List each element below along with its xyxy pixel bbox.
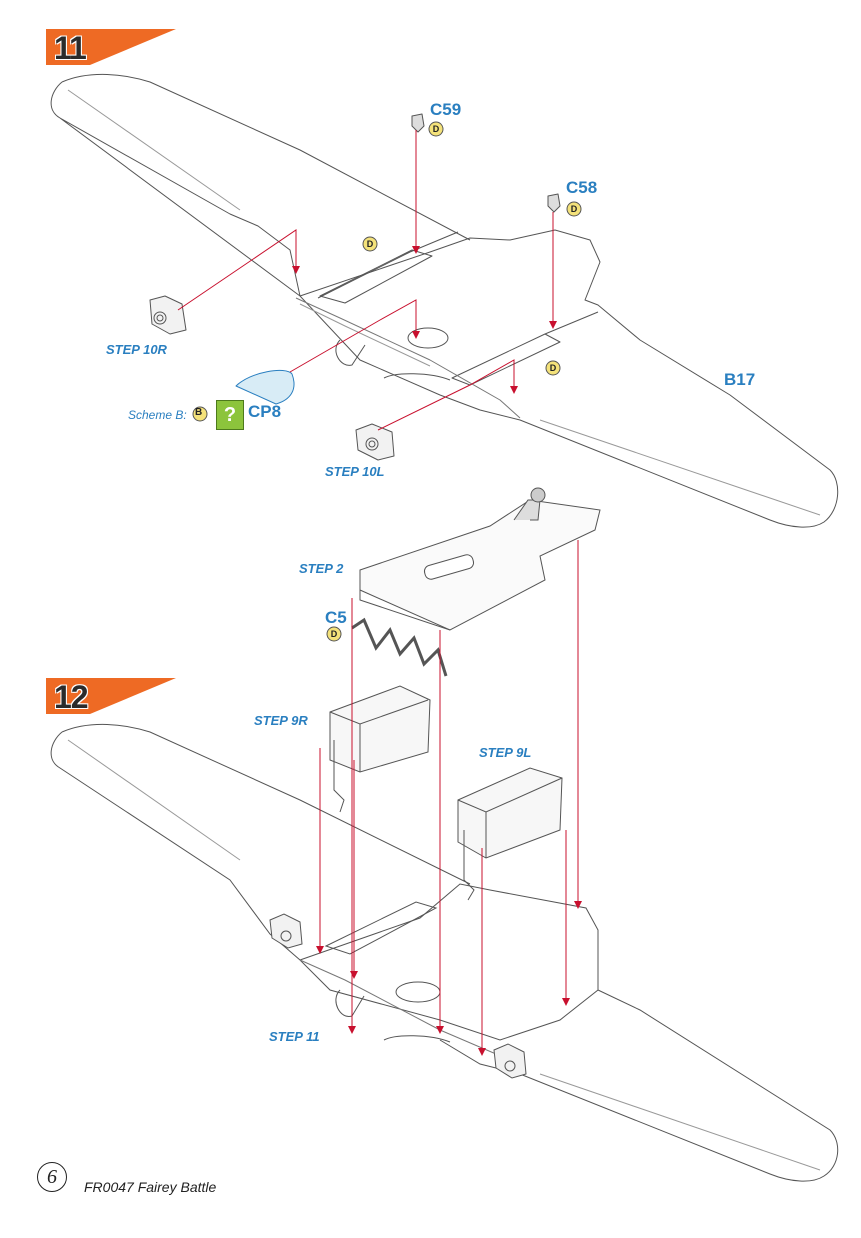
step9r-part-shape [329, 685, 431, 813]
part-label-b17: B17 [724, 370, 756, 389]
floor-opening [423, 554, 475, 580]
step-12-number: 12 [54, 679, 89, 715]
step10r-part-shape [149, 295, 187, 335]
step11-gear-left [269, 913, 303, 949]
paint-code-d-0: D [433, 124, 440, 134]
step-ref-11: STEP 11 [269, 1029, 320, 1044]
paint-code-d-4: D [331, 629, 338, 639]
part-cp8-shape [235, 369, 295, 405]
paint-markers-step11 [192, 121, 582, 422]
page-number: 6 [37, 1162, 67, 1192]
step9l-part-shape [457, 767, 563, 901]
paint-code-d-3: D [550, 363, 557, 373]
step11-gear-right [493, 1043, 527, 1079]
footer-title: FR0047 Fairey Battle [84, 1179, 217, 1195]
wheel-well-left-step12 [324, 901, 438, 955]
paint-marker-c5 [326, 626, 342, 642]
part-label-c5: C5 [325, 608, 347, 627]
step-ref-9l: STEP 9L [479, 745, 532, 760]
paint-code-d-2: D [367, 239, 374, 249]
step-12-badge-triangle [90, 678, 176, 714]
step10l-part-shape [355, 423, 395, 461]
step-11-number: 11 [54, 30, 87, 66]
wing-outline-step11 [50, 81, 839, 528]
step-12-badge-box [46, 678, 90, 714]
step-ref-10l: STEP 10L [325, 464, 385, 479]
scheme-b-label: Scheme B: [128, 408, 187, 422]
part-label-cp8: CP8 [248, 402, 282, 421]
step-ref-2: STEP 2 [299, 561, 344, 576]
cockpit-cutout-step12 [395, 981, 441, 1003]
paint-code-d-1: D [571, 204, 578, 214]
step-11-badge-triangle [90, 29, 176, 65]
part-c59-shape [411, 113, 425, 133]
cockpit-cutout-step11 [407, 327, 449, 349]
wing-outline-step12 [50, 731, 839, 1182]
part-label-c58: C58 [566, 178, 598, 197]
step-ref-9r: STEP 9R [254, 713, 308, 728]
step-11-badge-box [46, 29, 90, 65]
part-label-c59: C59 [430, 100, 462, 119]
question-mark-icon: ? [216, 400, 244, 430]
part-c5-shape [351, 617, 448, 677]
step-ref-10r: STEP 10R [106, 342, 167, 357]
floor-panel-step2 [359, 499, 601, 631]
part-c58-shape [547, 193, 561, 213]
wheel-well-right-step11 [451, 333, 561, 386]
wheel-well-left-step11 [319, 249, 433, 304]
paint-code-b: B [195, 407, 203, 418]
